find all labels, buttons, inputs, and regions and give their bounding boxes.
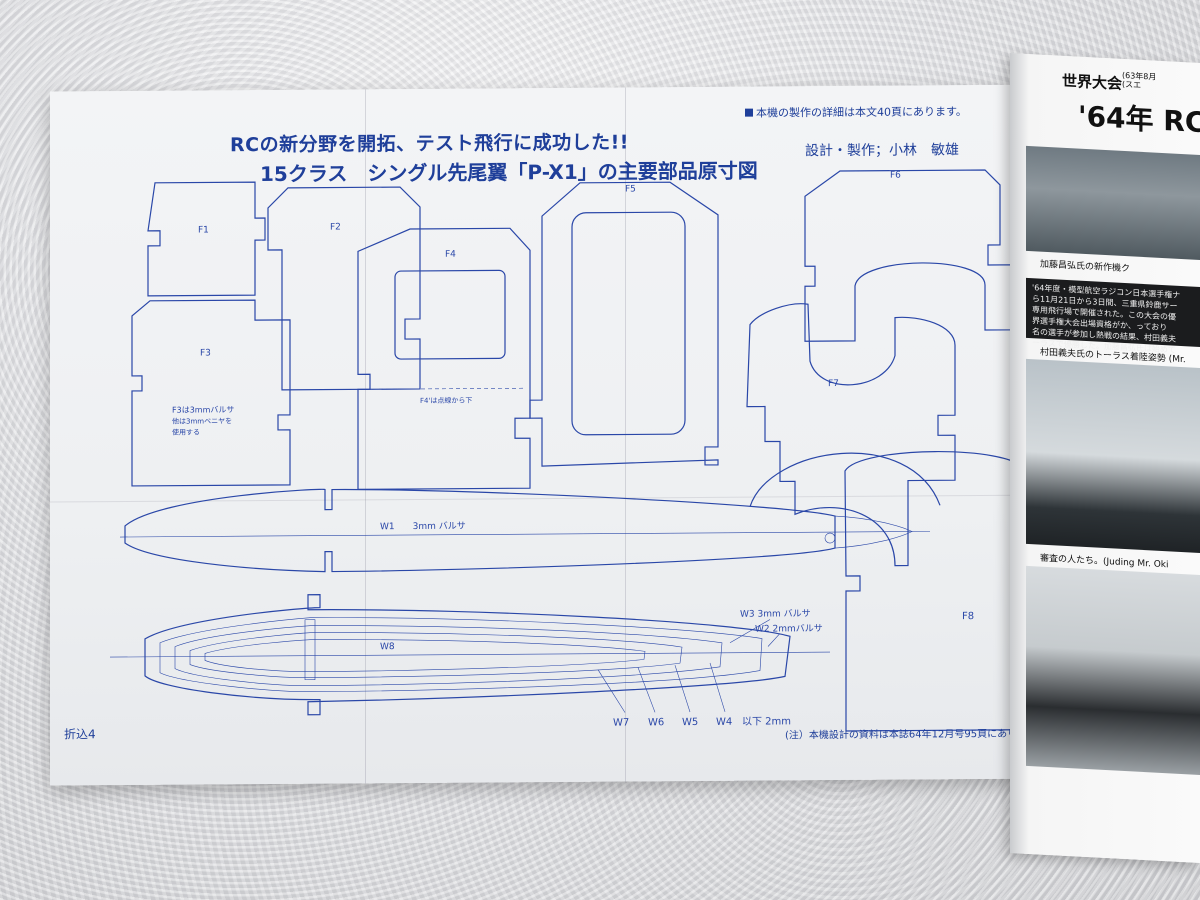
- photo-caption: 加藤昌弘氏の新作機ク: [1040, 259, 1131, 275]
- part-f3: [131, 299, 291, 487]
- part-f8-label: F8: [962, 611, 974, 622]
- part-f4: [357, 227, 531, 490]
- part-f3-note: 他は3mmベニヤを: [172, 416, 232, 425]
- part-f2-label: F2: [330, 222, 341, 232]
- part-w4-label: W4: [716, 717, 732, 728]
- leader-line: [767, 633, 781, 647]
- part-w8-label: W8: [380, 642, 395, 652]
- parts-drawing: F1 F2 F3 F3は3mmバルサ 他は3mmベニヤを 使用する F4 F4'…: [110, 169, 1039, 732]
- part-f5: [529, 181, 719, 467]
- page-label: 折込4: [64, 727, 96, 742]
- part-f7: [746, 303, 956, 567]
- part-w4: [204, 639, 646, 673]
- magazine-subtitle-line: (スエ: [1122, 79, 1142, 90]
- reference-note: (注）本機設計の資料は本誌64年12月号95頁にあります。: [785, 728, 1047, 742]
- magazine-headline: '64年 RC: [1078, 99, 1200, 140]
- part-w-note: 以下 2mm: [742, 716, 791, 727]
- part-f2: [267, 186, 421, 391]
- part-f6-label: F6: [890, 171, 901, 181]
- part-f3-label: F3: [200, 348, 211, 358]
- leader-line: [709, 662, 726, 712]
- part-w6: [174, 625, 723, 687]
- part-w8-spar: [304, 619, 316, 681]
- part-w1-label: W1 3mm バルサ: [380, 521, 466, 533]
- photo-sky: [1026, 145, 1200, 262]
- part-f4-cutout: [394, 269, 506, 360]
- part-f6: [804, 169, 1014, 342]
- part-f4-dashed-line: [365, 387, 525, 390]
- magazine-title: 世界大会: [1062, 71, 1123, 93]
- part-w7: [159, 617, 763, 693]
- blueprint-sheet: 本機の製作の詳細は本文40頁にあります。 RCの新分野を開拓、テスト飛行に成功し…: [50, 84, 1060, 786]
- part-w1-pivot: [824, 532, 836, 544]
- part-f1: [147, 181, 266, 297]
- part-w5-label: W5: [682, 717, 698, 728]
- leader-line: [729, 619, 771, 644]
- part-w7-label: W7: [613, 717, 629, 728]
- part-f7-label: F7: [828, 379, 839, 389]
- part-arc: [749, 452, 941, 507]
- leader-line: [674, 665, 691, 713]
- magazine-page: 世界大会 (63年8月 (スエ '64年 RC 加藤昌弘氏の新作機ク '64年度…: [1010, 53, 1200, 863]
- part-w5: [189, 632, 683, 679]
- part-f3-note: F3は3mmバルサ: [172, 405, 234, 414]
- leader-line: [597, 669, 626, 713]
- part-f4-note: F4'は点線から下: [420, 396, 472, 405]
- part-f4-label: F4: [445, 250, 456, 260]
- photo-judges: [1026, 565, 1200, 777]
- part-w1: [124, 488, 836, 573]
- part-w8: [144, 594, 791, 716]
- part-f1-label: F1: [198, 225, 209, 235]
- leader-line: [637, 667, 656, 713]
- magazine-subtitle: (63年8月 (スエ: [1122, 71, 1156, 91]
- part-f5-cutout: [571, 211, 686, 436]
- part-w2-label: W2 2mmバルサ: [755, 623, 823, 634]
- part-f5-label: F5: [625, 184, 636, 194]
- part-w6-label: W6: [648, 717, 664, 728]
- part-w3-label: W3 3mm バルサ: [740, 608, 811, 619]
- photo-flight: [1026, 358, 1200, 555]
- part-f3-note: 使用する: [172, 427, 200, 436]
- part-w8-centerline: [110, 651, 830, 658]
- part-w1-centerline: [120, 531, 930, 538]
